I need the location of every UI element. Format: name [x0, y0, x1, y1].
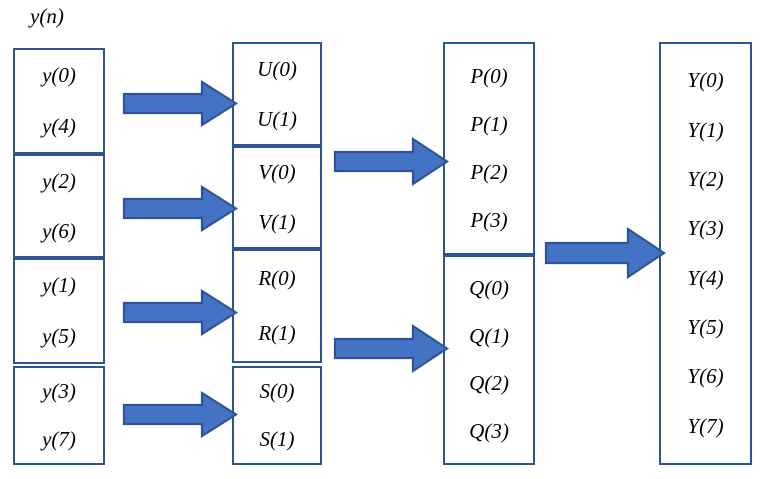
cell-value: y(5): [42, 324, 76, 348]
cell-value: P(2): [470, 160, 508, 185]
cell-value: y(4): [42, 114, 76, 138]
arrow-PQ-to-Y: [544, 226, 666, 280]
cell-value: P(0): [470, 63, 508, 88]
group-y2-y6: y(2) y(6): [13, 154, 105, 258]
arrow-y37-to-S: [122, 391, 239, 438]
cell-value: Y(4): [687, 265, 724, 290]
group-R: R(0) R(1): [232, 249, 322, 363]
arrow-y26-to-V: [122, 185, 239, 232]
arrow-y15-to-R: [122, 289, 239, 336]
cell-value: Y(6): [687, 364, 724, 389]
cell-value: Y(5): [687, 315, 724, 340]
arrow-RS-to-Q: [333, 323, 449, 374]
right-arrow-icon: [333, 136, 449, 187]
cell-value: y(1): [42, 273, 76, 297]
right-arrow-icon: [122, 391, 239, 438]
arrow-y04-to-U: [122, 80, 239, 127]
cell-value: U(0): [257, 56, 297, 81]
cell-value: y(3): [42, 379, 76, 404]
arrow-UV-to-P: [333, 136, 449, 187]
cell-value: Q(3): [469, 418, 509, 443]
group-y3-y7: y(3) y(7): [13, 366, 105, 465]
cell-value: U(1): [257, 106, 297, 131]
right-arrow-icon: [333, 323, 449, 374]
cell-value: S(0): [259, 379, 295, 404]
right-arrow-icon: [544, 226, 666, 280]
group-y0-y4: y(0) y(4): [13, 48, 105, 154]
cell-value: Y(1): [687, 117, 724, 142]
cell-value: S(1): [259, 426, 295, 451]
cell-value: R(0): [258, 266, 296, 290]
input-sequence-label: y(n): [30, 4, 64, 28]
cell-value: R(1): [258, 321, 296, 345]
group-Y: Y(0) Y(1) Y(2) Y(3) Y(4) Y(5) Y(6) Y(7): [659, 42, 752, 465]
cell-value: V(1): [258, 209, 296, 234]
cell-value: P(1): [470, 111, 508, 136]
group-P: P(0) P(1) P(2) P(3): [443, 42, 535, 255]
cell-value: Y(2): [687, 166, 724, 191]
cell-value: y(0): [42, 63, 76, 87]
group-S: S(0) S(1): [232, 366, 322, 465]
cell-value: Y(3): [687, 216, 724, 241]
cell-value: Y(0): [687, 68, 724, 93]
right-arrow-icon: [122, 289, 239, 336]
cell-value: y(6): [42, 218, 76, 243]
group-y1-y5: y(1) y(5): [13, 258, 105, 364]
right-arrow-icon: [122, 185, 239, 232]
cell-value: P(3): [470, 208, 508, 233]
cell-value: Q(1): [469, 323, 509, 348]
group-U: U(0) U(1): [232, 42, 322, 146]
cell-value: Y(7): [687, 413, 724, 438]
cell-value: Q(2): [469, 371, 509, 396]
right-arrow-icon: [122, 80, 239, 127]
group-Q: Q(0) Q(1) Q(2) Q(3): [443, 255, 535, 465]
cell-value: V(0): [258, 160, 296, 185]
cell-value: Q(0): [469, 276, 509, 301]
cell-value: y(2): [42, 168, 76, 193]
cell-value: y(7): [42, 426, 76, 451]
group-V: V(0) V(1): [232, 146, 322, 249]
